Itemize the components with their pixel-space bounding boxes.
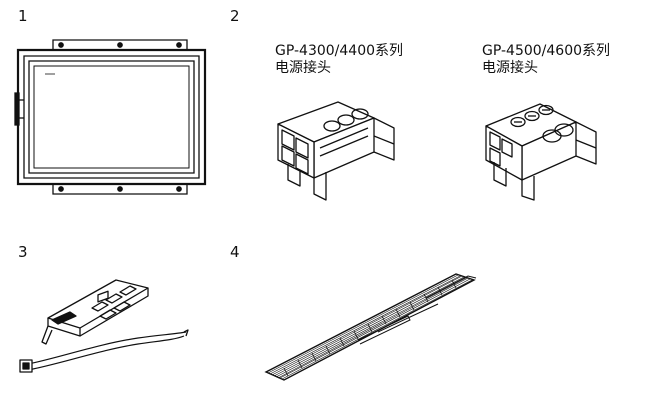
item-number-4: 4 bbox=[230, 243, 240, 261]
power-connector-4500-4600-icon bbox=[478, 96, 608, 206]
flat-ribbon-cable-icon bbox=[258, 268, 480, 388]
connector-label-4500-4600: GP-4500/4600系列 电源接头 bbox=[482, 43, 610, 77]
power-connector-4300-4400-icon bbox=[268, 96, 400, 208]
item-number-2: 2 bbox=[230, 7, 240, 25]
item-number-1: 1 bbox=[18, 7, 28, 25]
connector-model-4500-4600: GP-4500/4600系列 bbox=[482, 43, 611, 59]
connector-model-4300-4400: GP-4300/4400系列 bbox=[275, 43, 404, 59]
item-number-3: 3 bbox=[18, 243, 28, 261]
connector-desc-4300-4400: 电源接头 bbox=[275, 60, 331, 76]
display-panel-icon bbox=[15, 38, 210, 198]
bracket-and-cable-tie-icon bbox=[18, 272, 193, 382]
connector-label-4300-4400: GP-4300/4400系列 电源接头 bbox=[275, 43, 403, 77]
connector-desc-4500-4600: 电源接头 bbox=[482, 60, 538, 76]
